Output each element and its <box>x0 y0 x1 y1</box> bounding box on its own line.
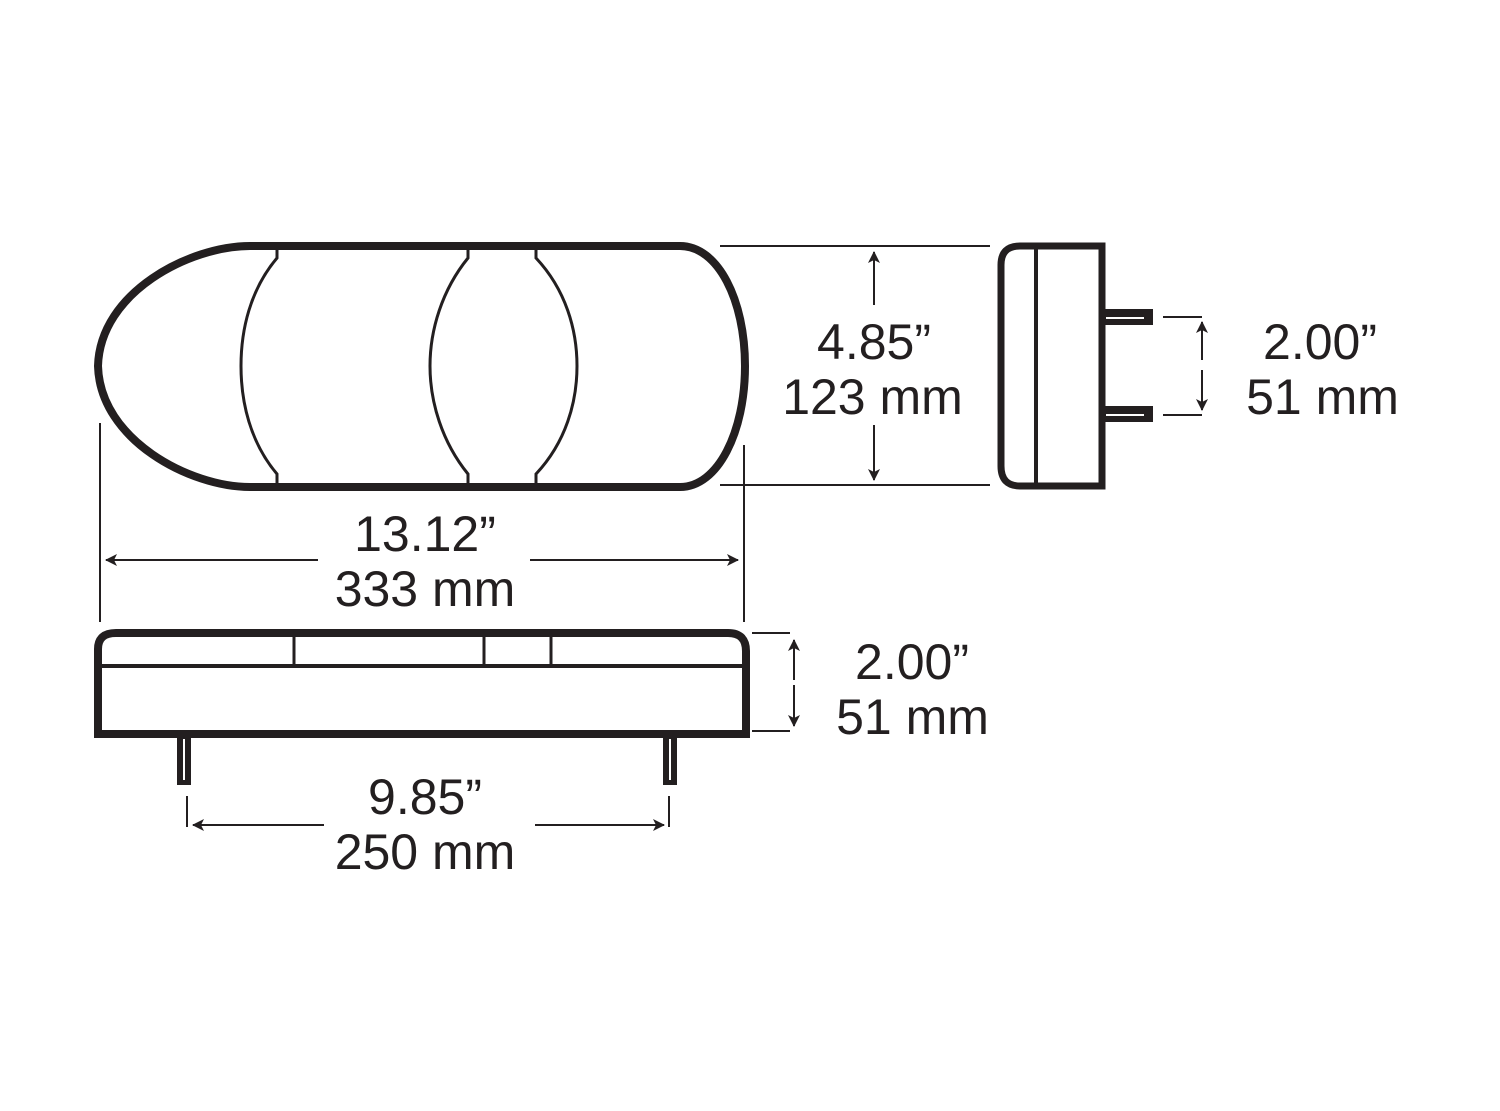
side-view <box>997 242 1153 490</box>
lamp-outline <box>93 242 750 491</box>
height-inch-label: 4.85” <box>817 314 931 370</box>
length-inch-label: 13.12” <box>354 506 496 562</box>
length-mm-label: 333 mm <box>334 561 516 617</box>
height-dimension <box>720 245 990 486</box>
depth-inch-label: 2.00” <box>855 634 969 690</box>
lens-divider-left <box>239 250 279 483</box>
depth-dimension <box>752 632 800 732</box>
bottom-stud-inch-label: 9.85” <box>368 769 482 825</box>
depth-mm-label: 51 mm <box>836 689 989 745</box>
lens-divider-center-right <box>534 250 579 483</box>
bottom-view <box>94 629 750 785</box>
side-stud-mm-label: 51 mm <box>1246 369 1399 425</box>
side-stud-dimension <box>1163 316 1208 416</box>
bottom-stud-dimension <box>186 796 670 831</box>
lens-divider-center-left <box>428 250 470 483</box>
length-dimension <box>99 423 745 622</box>
side-stud-inch-label: 2.00” <box>1263 314 1377 370</box>
front-view <box>93 242 750 491</box>
height-mm-label: 123 mm <box>782 369 963 425</box>
bottom-stud-mm-label: 250 mm <box>334 824 516 880</box>
